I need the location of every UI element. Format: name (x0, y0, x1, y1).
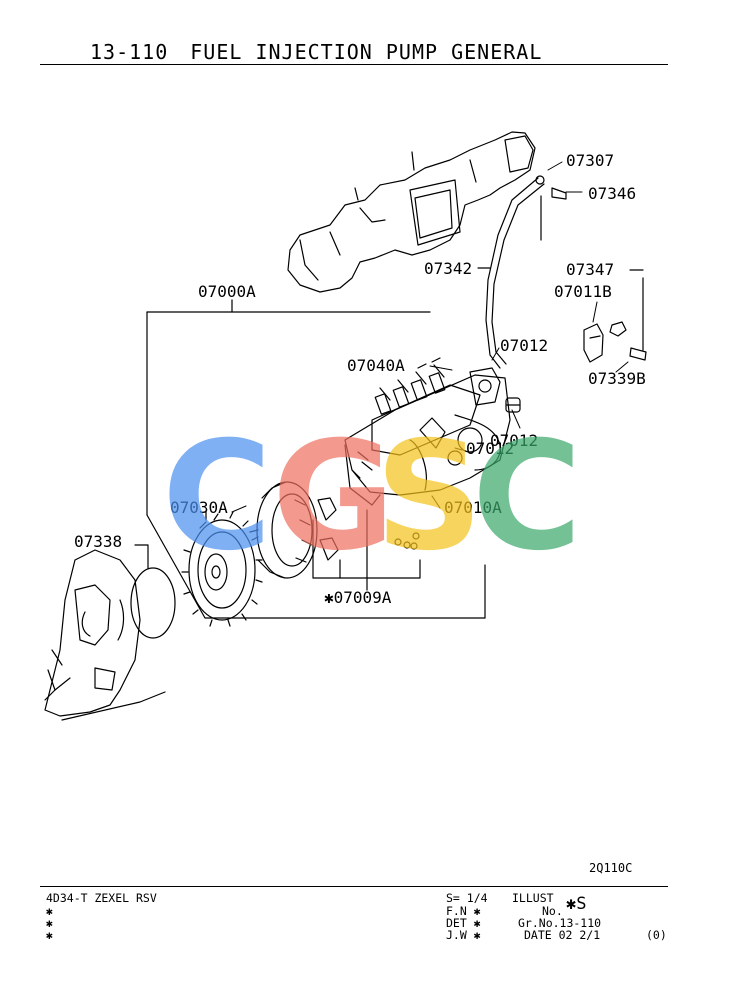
bracket-drawing (583, 269, 647, 363)
det-label: DET ✱ (446, 916, 481, 930)
callout-07307: 07307 (566, 151, 615, 170)
footer-rule (40, 886, 668, 887)
fuel-pipe-drawing (477, 175, 567, 369)
assembly-outline (146, 299, 486, 619)
note-1: ✱ (46, 904, 53, 918)
callout-07009a: ✱07009A (324, 588, 392, 607)
no-value: ✱S (566, 894, 587, 914)
scale-label: S= 1/4 (446, 891, 488, 905)
injection-pump-drawing (344, 357, 521, 506)
jw-label: J.W ✱ (446, 928, 481, 942)
callout-07010a: 07010A (444, 498, 502, 517)
revision-label: (0) (646, 928, 667, 942)
pump-gear-drawing (181, 511, 263, 627)
intake-manifold-drawing (287, 131, 536, 293)
callout-07346: 07346 (588, 184, 637, 203)
illustration-code: 2Q110C (589, 861, 633, 875)
leader-lines (231, 161, 629, 513)
model-label: 4D34-T ZEXEL RSV (46, 891, 157, 905)
no-label: No. (542, 904, 563, 918)
note-3: ✱ (46, 928, 53, 942)
callout-07040a: 07040A (347, 356, 405, 375)
callout-07012-low: 07012 (466, 439, 515, 458)
section-title: FUEL INJECTION PUMP GENERAL (190, 40, 543, 64)
callout-07342: 07342 (424, 259, 473, 278)
gasket-drawing (130, 544, 176, 639)
callout-07030a: 07030A (170, 498, 228, 517)
note-2: ✱ (46, 916, 53, 930)
gear-case-drawing (44, 549, 166, 721)
fn-label: F.N ✱ (446, 904, 481, 918)
callout-07011b: 07011B (554, 282, 612, 301)
callout-07338: 07338 (74, 532, 123, 551)
callout-07012-top: 07012 (500, 336, 549, 355)
illust-label: ILLUST (512, 891, 554, 905)
coupling-flange-drawing (256, 481, 421, 591)
callout-07012-mid: 07012 (490, 431, 539, 450)
callout-07339b: 07339B (588, 369, 646, 388)
callout-07347: 07347 (566, 260, 615, 279)
group-number: Gr.No.13-110 (518, 916, 602, 930)
page-title: 13-110 FUEL INJECTION PUMP GENERAL (90, 40, 564, 64)
date-label: DATE 02 2/1 (524, 928, 601, 942)
header-rule (40, 64, 668, 65)
callout-07000a: 07000A (198, 282, 256, 301)
section-number: 13-110 (90, 40, 169, 64)
